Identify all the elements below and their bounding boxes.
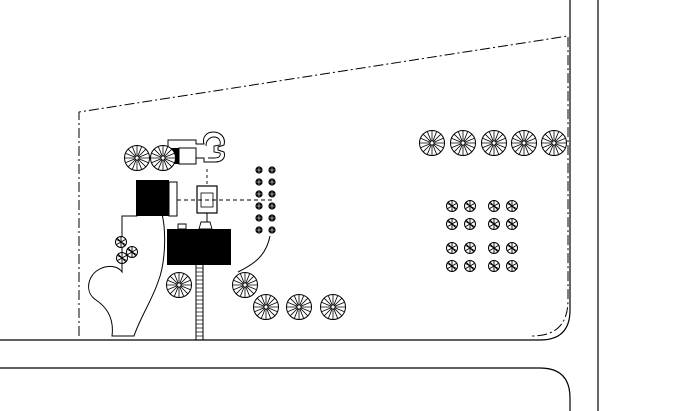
large-tree xyxy=(286,294,312,320)
orchard-tree xyxy=(506,200,518,212)
ornamental-tree xyxy=(268,166,276,174)
orchard-tree xyxy=(506,242,518,254)
large-tree xyxy=(150,145,176,171)
ornamental-tree xyxy=(268,226,276,234)
orchard-tree xyxy=(488,200,500,212)
orchard-tree xyxy=(488,242,500,254)
ornamental-tree xyxy=(268,202,276,210)
main-building-entry-west xyxy=(177,223,187,230)
ornamental-tree xyxy=(255,202,263,210)
large-tree xyxy=(450,130,476,156)
ornamental-tree xyxy=(268,178,276,186)
orchard-tree xyxy=(446,260,458,272)
pavilion xyxy=(196,185,218,214)
orchard-tree xyxy=(506,260,518,272)
orchard-tree xyxy=(446,200,458,212)
orchard-tree xyxy=(464,200,476,212)
small-tree xyxy=(115,236,127,248)
walkway xyxy=(195,265,204,340)
large-tree xyxy=(166,272,192,298)
north-outline-inner xyxy=(205,136,221,159)
small-tree xyxy=(116,252,128,264)
ornamental-tree xyxy=(268,190,276,198)
garage-porch xyxy=(168,181,178,217)
ornamental-tree xyxy=(255,214,263,222)
orchard-tree xyxy=(488,260,500,272)
ornamental-tree xyxy=(255,166,263,174)
property-boundary xyxy=(78,35,569,337)
road-north-edge xyxy=(0,0,571,341)
north-outline-shape xyxy=(167,131,225,163)
orchard-tree xyxy=(464,218,476,230)
ornamental-tree xyxy=(255,178,263,186)
garage-building xyxy=(136,180,169,216)
driveway xyxy=(88,205,166,337)
small-tree xyxy=(126,246,138,258)
orchard-tree xyxy=(506,218,518,230)
large-tree xyxy=(511,130,537,156)
north-outbuilding xyxy=(178,147,197,165)
orchard-tree xyxy=(446,218,458,230)
large-tree xyxy=(232,272,258,298)
orchard-tree xyxy=(488,218,500,230)
orchard-tree xyxy=(446,242,458,254)
large-tree xyxy=(253,294,279,320)
main-building xyxy=(167,229,231,265)
large-tree xyxy=(320,294,346,320)
road-south-edge xyxy=(0,367,571,411)
ornamental-tree xyxy=(255,226,263,234)
large-tree xyxy=(419,130,445,156)
garden-path xyxy=(237,235,271,273)
orchard-tree xyxy=(464,242,476,254)
large-tree xyxy=(124,145,150,171)
ornamental-tree xyxy=(255,190,263,198)
large-tree xyxy=(481,130,507,156)
ornamental-tree xyxy=(268,214,276,222)
main-building-entry xyxy=(198,221,213,230)
large-tree xyxy=(541,130,567,156)
orchard-tree xyxy=(464,260,476,272)
